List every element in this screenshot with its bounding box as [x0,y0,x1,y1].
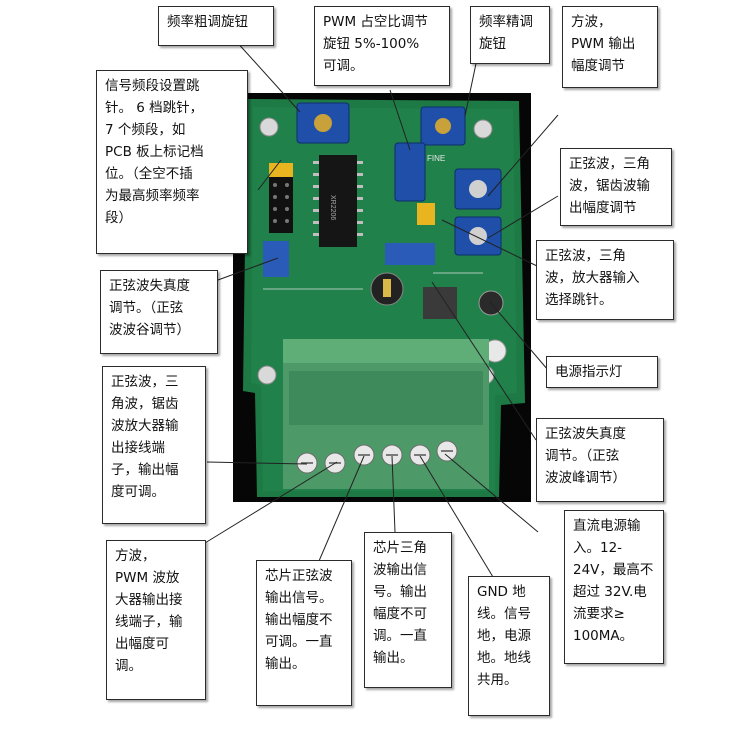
callout-pwm-duty: PWM 占空比调节 旋钮 5%-100% 可调。 [314,6,450,86]
fine-silkscreen: FINE [427,154,445,163]
callout-freq-coarse: 频率粗调旋钮 [158,6,274,46]
callout-dc-power: 直流电源输 入。12- 24V，最高不 超过 32V.电 流要求≥ 100MA。 [564,510,664,664]
mount-hole [257,365,277,385]
callout-chip-sine: 芯片正弦波 输出信号。 输出幅度不 可调。一直 输出。 [256,560,352,706]
sine-valley-pot [263,241,289,277]
pcb-board: FINE XR2206 [243,99,525,497]
callout-wave-amp: 正弦波，三角 波，锯齿波输 出幅度调节 [560,148,672,226]
mount-hole [473,119,493,139]
callout-sine-peak: 正弦波失真度 调节。（正弦 波波峰调节） [536,418,664,502]
power-led [478,290,504,316]
pwm-duty-pot [394,142,426,202]
callout-wave-terminal: 正弦波，三 角波，锯齿 波放大器输 出接线端 子，输出幅 度可调。 [102,366,206,524]
amp-input-jumper [417,203,435,225]
callout-square-amp: 方波， PWM 输出 幅度调节 [562,6,658,88]
board-photo: FINE XR2206 [233,93,531,502]
callout-amp-input-jumper: 正弦波，三角 波，放大器输入 选择跳针。 [536,240,674,320]
callout-sine-valley: 正弦波失真度 调节。（正弦 波波谷调节） [100,270,218,354]
chip-marking: XR2206 [329,195,336,220]
callout-square-terminal: 方波， PWM 波放 大器输出接 线端子，输 出幅度可 调。 [106,540,206,700]
callout-chip-triangle: 芯片三角 波输出信 号。输出 幅度不可 调。一直 输出。 [364,532,452,688]
sine-peak-pot [385,243,435,265]
callout-freq-fine: 频率精调 旋钮 [470,6,550,64]
callout-band-jumper: 信号频段设置跳 针。 6 档跳针， 7 个频段，如 PCB 板上标记档 位。（全… [96,70,248,254]
callout-gnd: GND 地 线。信号 地，电源 地。地线 共用。 [468,576,550,716]
callout-power-led: 电源指示灯 [546,356,658,388]
mount-hole [259,117,279,137]
ic-chip [319,155,357,247]
